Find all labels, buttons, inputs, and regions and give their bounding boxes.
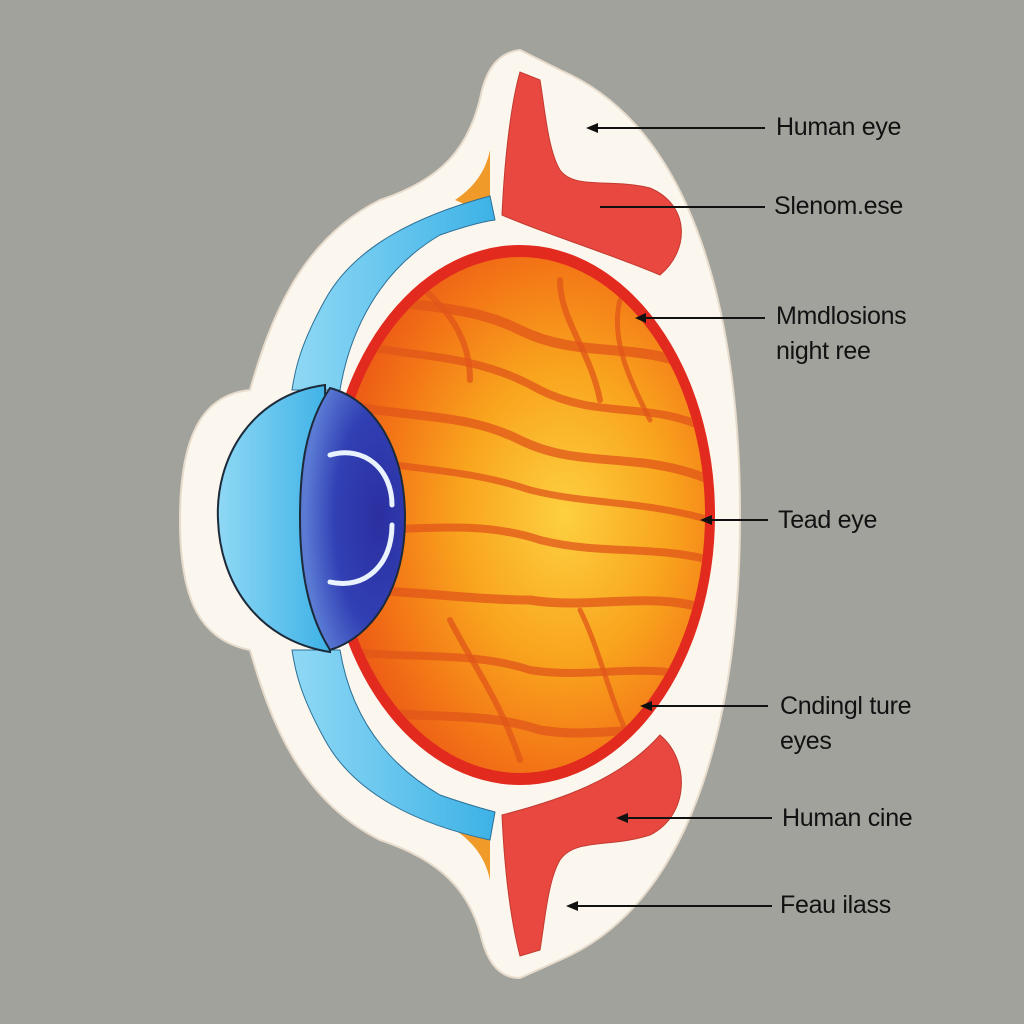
label-line: Human eye <box>776 113 902 141</box>
sclera-blue-band <box>291 195 496 391</box>
label-line: night ree <box>776 337 871 365</box>
label-slenom-ese: Slenom.ese <box>774 189 903 224</box>
label-line: Tead eye <box>778 506 878 534</box>
lens-highlight <box>327 450 395 586</box>
lower-eyelid <box>501 734 682 957</box>
label-line: Mmdlosions <box>776 302 907 330</box>
label-mmdlosions: Mmdlosions night ree <box>776 299 907 369</box>
sclera-blue-band-lower <box>291 649 496 841</box>
label-line: eyes <box>780 727 832 755</box>
label-line: Human cine <box>782 804 913 832</box>
label-tead-eye: Tead eye <box>778 503 877 538</box>
label-human-cine: Human cine <box>782 801 913 836</box>
label-cndingl-ture: Cndingl ture eyes <box>780 689 912 759</box>
label-line: Cndingl ture <box>780 692 912 720</box>
label-feau-ilass: Feau ilass <box>780 888 891 923</box>
upper-eyelid <box>501 71 682 276</box>
lens <box>298 386 407 652</box>
vitreous-interior <box>335 257 705 773</box>
label-line: Slenom.ese <box>774 192 904 220</box>
label-human-eye: Human eye <box>776 110 901 145</box>
blood-vessels <box>335 267 705 763</box>
leader-lines <box>566 123 772 911</box>
cornea <box>216 383 332 654</box>
label-line: Feau ilass <box>780 891 891 919</box>
